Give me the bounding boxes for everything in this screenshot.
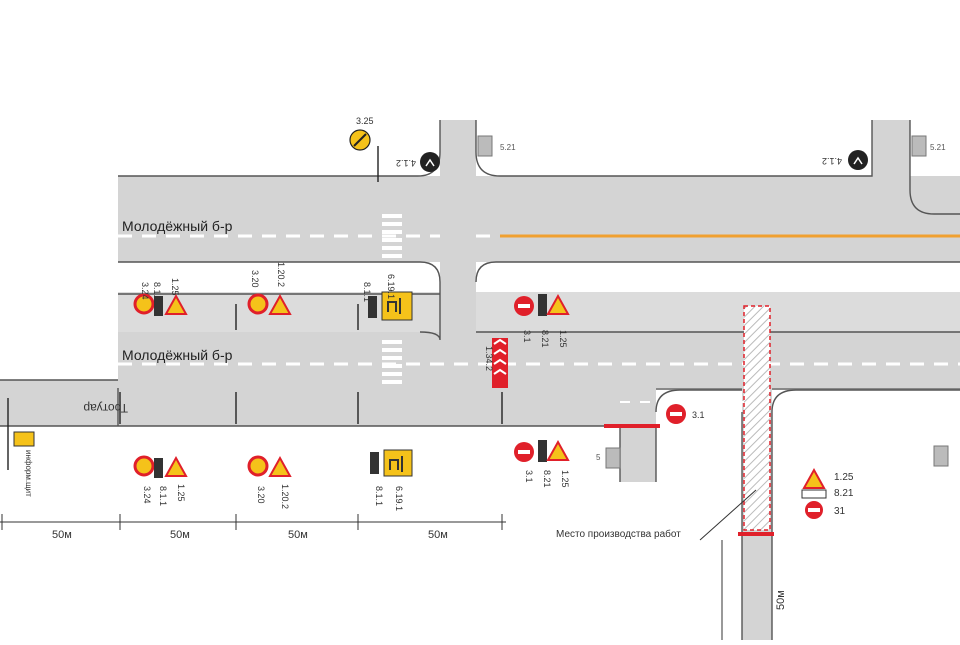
sign-5-21-left: 5.21 — [477, 135, 516, 157]
upper-carriageway-top — [118, 176, 960, 214]
dist-3: 50м — [288, 529, 308, 541]
code-b1-811: 8.1.1 — [158, 486, 168, 506]
code-m4-821: 8.21 — [540, 330, 550, 348]
roadworks-icon-2 — [546, 293, 570, 315]
code-m2-320: 3.20 — [250, 270, 260, 288]
sidewalk — [0, 380, 620, 426]
roads — [0, 120, 960, 640]
info-board: информ.щит — [13, 431, 35, 497]
sign-code-3-25: 3.25 — [356, 116, 374, 126]
sign-code-4-1-2a: 4.1.2 — [396, 158, 416, 168]
code-r-31: 3.1 — [692, 410, 705, 420]
dist-4: 50м — [428, 529, 448, 541]
code-m4-1342: 1.34.2 — [484, 346, 494, 371]
speed-limit-icon — [133, 293, 155, 315]
lane-markings — [118, 234, 960, 366]
code-b1-125: 1.25 — [176, 484, 186, 502]
sign-4-1-2-right: 4.1.2 — [822, 150, 868, 170]
code-r-31b: 31 — [834, 506, 846, 517]
dimension-lines — [0, 514, 723, 640]
work-zone-leader — [699, 489, 757, 541]
dist-2: 50м — [170, 529, 190, 541]
sidewalk-label: Тротуар — [83, 401, 128, 415]
bottom-signs-4: 3.1 8.21 1.25 — [514, 439, 570, 488]
barrier-south — [604, 424, 660, 428]
code-b4-821: 8.21 — [542, 470, 552, 488]
code-b3-811: 8.1.1 — [374, 486, 384, 506]
code-b4-125: 1.25 — [560, 470, 570, 488]
pedestrian-crossings — [382, 214, 402, 384]
sign-4-1-2-left: 4.1.2 — [396, 152, 440, 172]
bottom-signs-2: 3.20 1.20.2 — [247, 455, 292, 509]
sign-code-4-1-2b: 4.1.2 — [822, 156, 842, 166]
code-b4-31: 3.1 — [524, 470, 534, 483]
dist-vertical: 50м — [775, 590, 787, 610]
code-m4-125: 1.25 — [558, 330, 568, 348]
no-overtaking-icon — [247, 293, 269, 315]
code-r-125: 1.25 — [834, 472, 854, 483]
code-b1-324: 3.24 — [142, 486, 152, 504]
upper-carriageway — [118, 214, 960, 262]
sign-5-right-bottom: 5 — [596, 445, 949, 469]
bottom-signs-1: 3.24 8.1.1 1.25 — [133, 455, 188, 506]
side-road-north — [440, 120, 476, 380]
street-name-upper: Молодёжный б-р — [122, 218, 233, 234]
work-zone — [743, 305, 771, 531]
no-entry-south: 3.1 — [666, 404, 705, 424]
bottom-signs-3: 8.1.1 6.19.1 — [370, 449, 413, 511]
code-r-5: 5 — [596, 453, 601, 462]
sign-5-21-right: 5.21 — [911, 135, 946, 157]
code-m1-811: 8.1.1 — [152, 282, 162, 302]
code-m3-811: 8.1.1 — [362, 282, 372, 302]
side-road-south — [620, 388, 656, 482]
code-info: информ.щит — [24, 450, 33, 497]
sign-poles — [7, 146, 503, 470]
chevron-board — [492, 338, 508, 388]
curb-lines — [0, 120, 960, 640]
code-r-821: 8.21 — [834, 488, 854, 499]
median-signs-1: 3.24 8.1.1 1.25 — [133, 278, 188, 316]
code-b2-320: 3.20 — [256, 486, 266, 504]
barrier-work — [738, 532, 774, 536]
median-signs-2: 3.20 1.20.2 — [247, 262, 292, 315]
narrowing-icon — [268, 293, 292, 315]
code-m1-324: 3.24 — [140, 282, 150, 300]
sign-code-5-21a: 5.21 — [500, 143, 516, 152]
code-m4-31: 3.1 — [522, 330, 532, 343]
code-m2-1202: 1.20.2 — [276, 262, 286, 287]
roadworks-icon — [164, 293, 188, 315]
work-zone-label: Место производства работ — [556, 528, 681, 540]
work-signs-right: 1.25 8.21 31 — [801, 467, 854, 519]
street-name-lower: Молодёжный б-р — [122, 347, 233, 363]
code-m3-6191: 6.19.1 — [386, 274, 396, 299]
median-signs-3: 8.1.1 6.19.1 — [362, 274, 413, 321]
side-road-north-right — [872, 120, 910, 220]
code-m1-125: 1.25 — [170, 278, 180, 296]
code-b2-1202: 1.20.2 — [280, 484, 290, 509]
lower-carriageway — [118, 332, 960, 388]
code-b3-6191: 6.19.1 — [394, 486, 404, 511]
median-signs-4: 3.1 8.21 1.25 1.34.2 — [484, 293, 570, 371]
curb-cutouts — [118, 262, 960, 292]
dist-1: 50м — [52, 529, 72, 541]
sign-3-25: 3.25 — [349, 116, 374, 151]
sign-code-5-21b: 5.21 — [930, 143, 946, 152]
